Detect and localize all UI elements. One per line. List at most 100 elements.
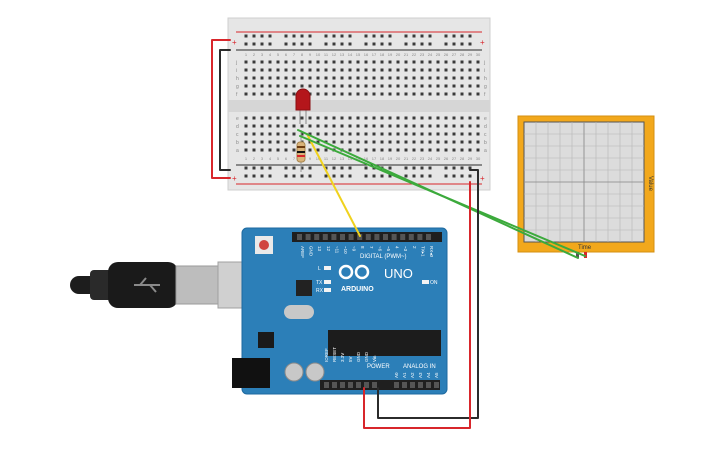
breadboard-hole[interactable]: [396, 124, 400, 128]
breadboard-hole[interactable]: [372, 116, 376, 120]
rail-hole[interactable]: [468, 34, 472, 38]
breadboard-hole[interactable]: [388, 124, 392, 128]
rail-hole[interactable]: [452, 166, 456, 170]
breadboard-hole[interactable]: [476, 124, 480, 128]
breadboard-hole[interactable]: [340, 124, 344, 128]
breadboard-hole[interactable]: [460, 140, 464, 144]
rail-hole[interactable]: [340, 166, 344, 170]
breadboard-hole[interactable]: [380, 116, 384, 120]
breadboard-hole[interactable]: [268, 116, 272, 120]
breadboard-hole[interactable]: [404, 148, 408, 152]
breadboard-hole[interactable]: [412, 84, 416, 88]
breadboard-hole[interactable]: [444, 68, 448, 72]
analog-pin[interactable]: [426, 382, 431, 388]
breadboard-hole[interactable]: [260, 132, 264, 136]
breadboard-hole[interactable]: [324, 116, 328, 120]
breadboard-hole[interactable]: [348, 76, 352, 80]
rail-hole[interactable]: [252, 42, 256, 46]
digital-pin[interactable]: [391, 234, 397, 240]
breadboard-hole[interactable]: [276, 68, 280, 72]
rail-hole[interactable]: [388, 166, 392, 170]
breadboard-hole[interactable]: [332, 132, 336, 136]
breadboard-hole[interactable]: [436, 140, 440, 144]
breadboard-hole[interactable]: [292, 76, 296, 80]
rail-hole[interactable]: [348, 166, 352, 170]
rail-hole[interactable]: [244, 174, 248, 178]
breadboard-hole[interactable]: [324, 68, 328, 72]
breadboard-hole[interactable]: [316, 60, 320, 64]
breadboard-hole[interactable]: [404, 140, 408, 144]
breadboard-hole[interactable]: [452, 92, 456, 96]
rail-hole[interactable]: [348, 174, 352, 178]
rail-hole[interactable]: [332, 174, 336, 178]
breadboard-hole[interactable]: [260, 140, 264, 144]
breadboard-hole[interactable]: [268, 68, 272, 72]
rail-hole[interactable]: [252, 174, 256, 178]
breadboard-hole[interactable]: [340, 68, 344, 72]
breadboard-hole[interactable]: [316, 68, 320, 72]
rail-hole[interactable]: [404, 34, 408, 38]
rail-hole[interactable]: [260, 166, 264, 170]
breadboard-hole[interactable]: [436, 148, 440, 152]
power-pin[interactable]: [364, 382, 369, 388]
rail-hole[interactable]: [292, 42, 296, 46]
breadboard-hole[interactable]: [388, 76, 392, 80]
breadboard-hole[interactable]: [380, 132, 384, 136]
breadboard-hole[interactable]: [284, 76, 288, 80]
rail-hole[interactable]: [452, 174, 456, 178]
breadboard-hole[interactable]: [260, 84, 264, 88]
rail-hole[interactable]: [268, 174, 272, 178]
breadboard-hole[interactable]: [292, 84, 296, 88]
breadboard-hole[interactable]: [252, 148, 256, 152]
breadboard-hole[interactable]: [468, 116, 472, 120]
breadboard-hole[interactable]: [316, 92, 320, 96]
breadboard-hole[interactable]: [436, 76, 440, 80]
breadboard-hole[interactable]: [372, 148, 376, 152]
breadboard-hole[interactable]: [340, 132, 344, 136]
rail-hole[interactable]: [364, 166, 368, 170]
breadboard-hole[interactable]: [260, 116, 264, 120]
breadboard-hole[interactable]: [284, 140, 288, 144]
breadboard-hole[interactable]: [324, 60, 328, 64]
breadboard-hole[interactable]: [260, 124, 264, 128]
breadboard-hole[interactable]: [348, 124, 352, 128]
breadboard-hole[interactable]: [324, 148, 328, 152]
breadboard-hole[interactable]: [364, 84, 368, 88]
rail-hole[interactable]: [468, 174, 472, 178]
breadboard-hole[interactable]: [300, 68, 304, 72]
breadboard-hole[interactable]: [412, 132, 416, 136]
breadboard-hole[interactable]: [428, 140, 432, 144]
breadboard-hole[interactable]: [412, 124, 416, 128]
breadboard-hole[interactable]: [460, 92, 464, 96]
breadboard-hole[interactable]: [324, 76, 328, 80]
rail-hole[interactable]: [268, 42, 272, 46]
breadboard-hole[interactable]: [452, 76, 456, 80]
rail-hole[interactable]: [300, 166, 304, 170]
rail-hole[interactable]: [340, 34, 344, 38]
digital-pin[interactable]: [331, 234, 337, 240]
rail-hole[interactable]: [388, 174, 392, 178]
rail-hole[interactable]: [452, 42, 456, 46]
rail-hole[interactable]: [260, 174, 264, 178]
digital-pin[interactable]: [426, 234, 431, 240]
wire-black-gnd[interactable]: [377, 169, 479, 419]
breadboard-hole[interactable]: [404, 84, 408, 88]
breadboard-hole[interactable]: [284, 68, 288, 72]
breadboard-hole[interactable]: [316, 132, 320, 136]
breadboard-hole[interactable]: [252, 68, 256, 72]
rail-hole[interactable]: [380, 42, 384, 46]
rail-hole[interactable]: [372, 34, 376, 38]
breadboard-hole[interactable]: [460, 124, 464, 128]
breadboard-hole[interactable]: [300, 84, 304, 88]
breadboard-hole[interactable]: [460, 68, 464, 72]
wire-green-scope-b[interactable]: [299, 135, 586, 257]
breadboard-hole[interactable]: [276, 84, 280, 88]
rail-hole[interactable]: [444, 166, 448, 170]
breadboard-hole[interactable]: [412, 60, 416, 64]
breadboard-hole[interactable]: [244, 84, 248, 88]
rail-hole[interactable]: [412, 34, 416, 38]
breadboard-hole[interactable]: [428, 60, 432, 64]
rail-hole[interactable]: [292, 34, 296, 38]
breadboard-hole[interactable]: [428, 148, 432, 152]
breadboard-hole[interactable]: [460, 84, 464, 88]
